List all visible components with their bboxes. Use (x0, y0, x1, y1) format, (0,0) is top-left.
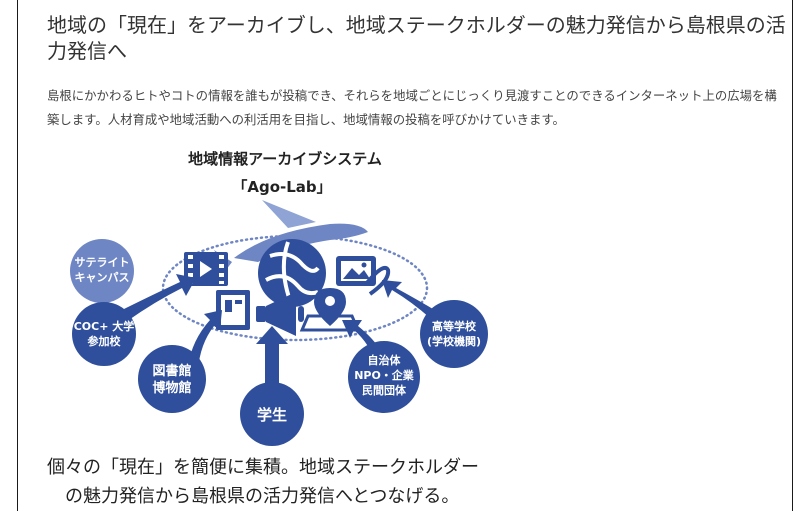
node-library-label-1: 図書館 (152, 363, 191, 379)
node-library-museum: 図書館 博物館 (138, 345, 206, 413)
node-municipality-label-2: NPO・企業 (354, 368, 415, 382)
globe-icon (258, 239, 326, 307)
page-heading: 地域の「現在」をアーカイブし、地域ステークホルダーの魅力発信から島根県の活力発信… (47, 13, 786, 63)
node-municipality-label-1: 自治体 (368, 353, 402, 367)
node-high-school: 高等学校 (学校機関) (420, 300, 488, 368)
node-student: 学生 (240, 382, 304, 446)
intro-paragraph: 島根にかかわるヒトやコトの情報を誰もが投稿でき、それらを地域ごとにじっくり見渡す… (47, 88, 777, 127)
caption-line-2: の魅力発信から島根県の活力発信へとつなげる。 (65, 486, 460, 507)
arrow-coc (118, 274, 196, 322)
arrow-highschool (382, 280, 438, 318)
figure-title: 地域情報アーカイブシステム (188, 150, 382, 168)
arrow-library (188, 310, 222, 370)
node-satellite-label-2: キャンパス (75, 271, 130, 284)
node-coc-university: COC+ 大学 参加校 (72, 302, 136, 366)
node-satellite-label-1: サテライト (75, 256, 130, 269)
node-library-label-2: 博物館 (152, 380, 191, 396)
node-satellite-campus: サテライト キャンパス (70, 239, 134, 303)
arrow-student (256, 326, 288, 400)
node-student-label: 学生 (257, 406, 287, 424)
content-frame (17, 0, 793, 511)
node-coc-label-1: COC+ 大学 (74, 319, 135, 333)
node-highschool-label-1: 高等学校 (432, 319, 477, 333)
node-municipality-label-3: 民間団体 (362, 383, 407, 397)
film-icon (184, 252, 228, 286)
caption-line-1: 個々の「現在」を簡便に集積。地域ステークホルダー (47, 457, 479, 478)
node-municipality: 自治体 NPO・企業 民間団体 (348, 341, 420, 413)
node-highschool-label-2: (学校機関) (427, 334, 481, 348)
node-coc-label-2: 参加校 (88, 334, 122, 348)
figure-subtitle: 「Ago-Lab」 (232, 178, 331, 196)
document-icon (216, 290, 250, 330)
figure-caption: 個々の「現在」を簡便に集積。地域ステークホルダー の魅力発信から島根県の活力発信… (47, 453, 647, 511)
megaphone-icon (256, 292, 304, 336)
photo-icon (336, 256, 391, 296)
